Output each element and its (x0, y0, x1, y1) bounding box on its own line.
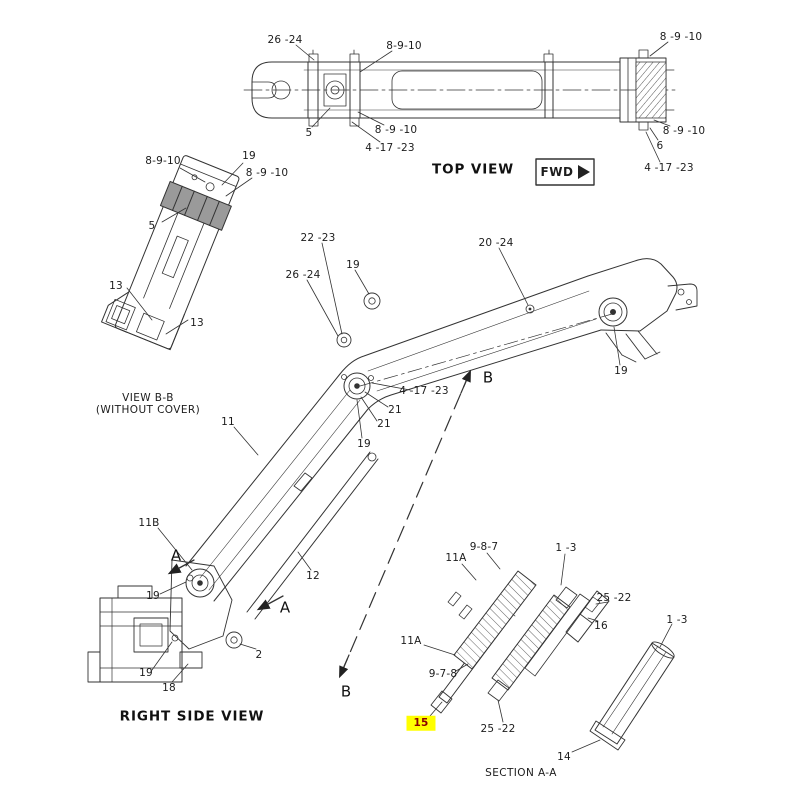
section-line-b-b (339, 371, 471, 677)
label-fwd: FWD (540, 165, 574, 179)
part-label-13: 13 (190, 316, 204, 329)
part-label-8-9-10: 8 -9 -10 (662, 124, 706, 137)
part-label-8-9-10: 8-9-10 (386, 39, 422, 52)
part-label-22-23: 22 -23 (300, 231, 336, 244)
part-label-20-24: 20 -24 (478, 236, 514, 249)
part-label-8-9-10: 8 -9 -10 (245, 166, 289, 179)
part-label-14: 14 (557, 750, 571, 763)
part-label-1-3: 1 -3 (555, 541, 577, 554)
part-label-11b: 11B (138, 516, 160, 529)
label-a: A (279, 598, 291, 617)
label-a: A (170, 546, 182, 565)
part-label-26-24: 26 -24 (267, 33, 303, 46)
label-b: B (482, 368, 494, 387)
part-label-11a: 11A (445, 551, 467, 564)
label-b: B (340, 682, 352, 701)
part-label-9-7-8: 9-7-8 (428, 667, 458, 680)
part-label-19: 19 (242, 149, 256, 162)
section-a-arrow-2 (256, 595, 284, 611)
part-label-9-8-7: 9-8-7 (469, 540, 499, 553)
part-label-12: 12 (306, 569, 320, 582)
part-label-11: 11 (221, 415, 235, 428)
part-label-19: 19 (357, 437, 371, 450)
part-label-25-22: 25 -22 (596, 591, 632, 604)
part-label-4-17-23: 4 -17 -23 (365, 141, 415, 154)
part-label-6: 6 (656, 139, 664, 152)
section-a-arrow-1 (167, 559, 195, 575)
section-b-arrow-bottom (339, 654, 350, 679)
label-section-a-a: SECTION A-A (485, 766, 557, 779)
part-label-2: 2 (255, 648, 263, 661)
label-top-view: TOP VIEW (431, 161, 515, 178)
label-without-cover: (WITHOUT COVER) (95, 403, 201, 416)
part-label-19: 19 (146, 589, 160, 602)
fwd-box (535, 158, 595, 186)
part-label-25-22: 25 -22 (480, 722, 516, 735)
right-side-view-linework (87, 242, 698, 683)
fwd-arrow-icon (578, 165, 590, 179)
section-aa-linework (423, 552, 675, 753)
part-label-18: 18 (162, 681, 176, 694)
label-right-side-view: RIGHT SIDE VIEW (119, 708, 265, 725)
part-label-1-3: 1 -3 (666, 613, 688, 626)
view-bb-linework (101, 155, 253, 351)
part-label-4-17-23: 4 -17 -23 (644, 161, 694, 174)
section-b-arrow-top (460, 369, 471, 394)
part-label-11a: 11A (400, 634, 422, 647)
part-label-19: 19 (346, 258, 360, 271)
part-label-21: 21 (377, 417, 391, 430)
part-label-5: 5 (305, 126, 313, 139)
part-label-19: 19 (139, 666, 153, 679)
top-view-linework (243, 41, 677, 186)
part-label-4-17-23: 4 -17 -23 (399, 384, 449, 397)
part-label-15[interactable]: 15 (406, 715, 436, 731)
part-label-8-9-10: 8 -9 -10 (374, 123, 418, 136)
part-label-26-24: 26 -24 (285, 268, 321, 281)
part-label-5: 5 (148, 219, 156, 232)
part-label-8-9-10: 8 -9 -10 (659, 30, 703, 43)
part-label-16: 16 (594, 619, 608, 632)
label-view-b-b: VIEW B-B (122, 391, 174, 404)
part-label-21: 21 (388, 403, 402, 416)
part-label-19: 19 (614, 364, 628, 377)
part-label-13: 13 (109, 279, 123, 292)
part-label-8-9-10: 8-9-10 (145, 154, 181, 167)
